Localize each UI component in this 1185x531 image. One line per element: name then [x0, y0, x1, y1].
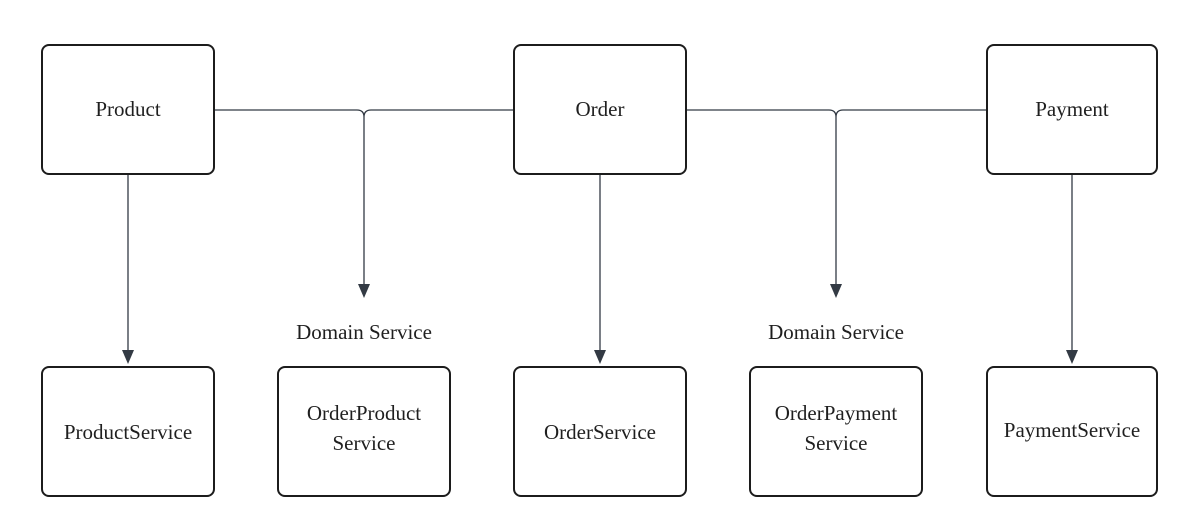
node-payment-service: PaymentService: [986, 366, 1158, 497]
node-order-label: Order: [576, 97, 625, 121]
node-product-label: Product: [95, 97, 160, 121]
node-product-service-box: [41, 366, 215, 497]
edge-order-payment-bus: [686, 109, 987, 286]
arrowhead-domain-service-left: [358, 284, 370, 298]
node-order-payment-service: OrderPayment Service: [749, 366, 923, 497]
node-order-product-service-box: [277, 366, 451, 497]
node-order-box: [513, 44, 687, 175]
node-product: Product: [41, 44, 215, 175]
node-payment-service-label: PaymentService: [1004, 418, 1140, 442]
node-order-payment-service-label-line1: OrderPayment: [775, 401, 898, 425]
node-product-service-label: ProductService: [64, 420, 192, 444]
node-payment: Payment: [986, 44, 1158, 175]
node-product-service: ProductService: [41, 366, 215, 497]
edge-product-order-bus: [214, 109, 514, 286]
arrowhead-paymentservice: [1066, 350, 1078, 364]
node-order-product-service-label-line2: Service: [333, 431, 396, 455]
node-order: Order: [513, 44, 687, 175]
node-order-product-service: OrderProduct Service: [277, 366, 451, 497]
node-order-service-label: OrderService: [544, 420, 656, 444]
node-order-payment-service-label-line2: Service: [805, 431, 868, 455]
arrowhead-domain-service-right: [830, 284, 842, 298]
node-payment-label: Payment: [1035, 97, 1109, 121]
node-order-payment-service-box: [749, 366, 923, 497]
domain-service-label-right: Domain Service: [768, 320, 904, 344]
node-product-box: [41, 44, 215, 175]
arrowhead-orderservice: [594, 350, 606, 364]
node-order-product-service-label-line1: OrderProduct: [307, 401, 421, 425]
node-payment-box: [986, 44, 1158, 175]
domain-service-label-left: Domain Service: [296, 320, 432, 344]
node-order-service: OrderService: [513, 366, 687, 497]
node-order-service-box: [513, 366, 687, 497]
arrowhead-productservice: [122, 350, 134, 364]
node-payment-service-box: [986, 366, 1158, 497]
connectors: [122, 109, 1078, 364]
